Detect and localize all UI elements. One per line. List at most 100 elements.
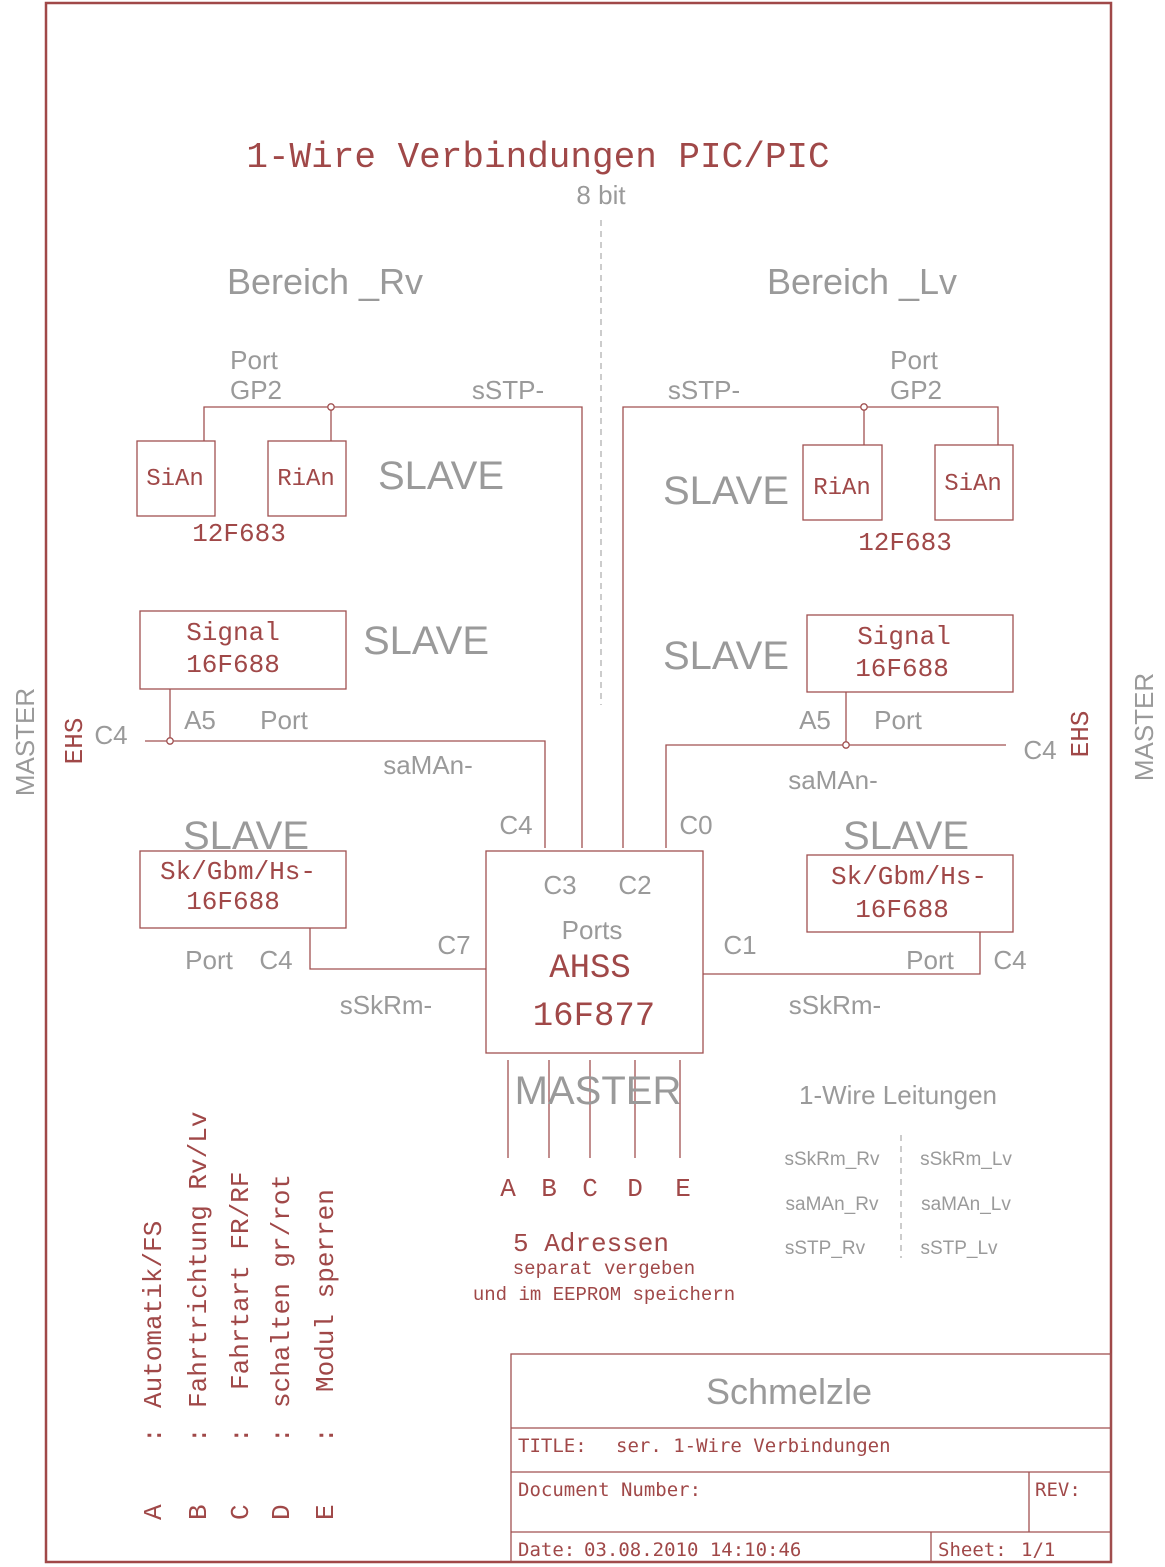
rv-skgbmhs-chip <box>139 850 347 929</box>
rv-skgbmhs-label: Sk/Gbm/Hs- <box>160 857 316 887</box>
wire-rv-1: saMAn_Rv <box>786 1194 879 1215</box>
legend-text-c: Fahrtart FR/RF <box>226 1172 256 1390</box>
wire-lv-2: sSTP_Lv <box>920 1238 998 1259</box>
rv-signal-port-label: Port <box>260 705 308 735</box>
rv-port-label: Port <box>230 345 278 375</box>
right-master-label: MASTER <box>1129 673 1159 781</box>
rv-sian-label: SiAn <box>146 466 204 493</box>
legend-text-e: Modul sperren <box>311 1189 341 1392</box>
wire-lines-title: 1-Wire Leitungen <box>799 1080 997 1110</box>
wire-lv-1: saMAn_Lv <box>921 1194 1011 1215</box>
lv-signal-chip-label: 16F688 <box>855 654 949 684</box>
rv-sskrm-label: sSkRm- <box>340 990 432 1020</box>
lv-rian-label: RiAn <box>813 475 871 502</box>
lv-skgbmhs-pin-c4: C4 <box>993 945 1026 975</box>
lv-sian-chip <box>934 444 1014 521</box>
lv-gp2-label: GP2 <box>890 375 942 405</box>
title-label: TITLE: <box>518 1435 587 1457</box>
lv-sskrm-wire <box>703 932 981 975</box>
lv-12f683-label: 12F683 <box>858 528 952 558</box>
rv-signal-chip-label: 16F688 <box>186 650 280 680</box>
legend-text-a: Automatik/FS <box>139 1221 169 1408</box>
legend-sep-b: : <box>184 1427 214 1443</box>
rv-signal-label: Signal <box>186 618 280 648</box>
lv-skgbmhs-label: Sk/Gbm/Hs- <box>831 862 987 892</box>
master-pin-c0: C0 <box>679 810 712 840</box>
lv-ehs-pin-c4: C4 <box>1023 735 1056 765</box>
rv-sstp-label: sSTP- <box>472 375 544 405</box>
legend-sep-d: : <box>267 1427 297 1443</box>
rv-gp2-label: GP2 <box>230 375 282 405</box>
wire-lv-0: sSkRm_Lv <box>920 1149 1012 1170</box>
rv-saman-junction <box>166 737 174 745</box>
legend-key-d: D <box>267 1504 297 1520</box>
rv-slave-label-1: SLAVE <box>378 454 504 498</box>
addresses-line-1: separat vergeben <box>513 1258 695 1280</box>
rv-skgbmhs-port-label: Port <box>185 945 233 975</box>
lv-saman-wire <box>665 744 1006 848</box>
document-number-label: Document Number: <box>518 1479 701 1501</box>
lv-slave-label-2: SLAVE <box>663 634 789 678</box>
lv-skgbmhs-port-label: Port <box>906 945 954 975</box>
left-ehs-label: EHS <box>60 718 90 765</box>
lv-sskrm-label: sSkRm- <box>789 990 881 1020</box>
addresses-line-2: und im EEPROM speichern <box>473 1284 735 1306</box>
lv-skgbmhs-chip <box>806 854 1014 933</box>
rv-saman-label: saMAn- <box>383 750 473 780</box>
master-name: AHSS <box>549 950 631 988</box>
lv-sstp-wire <box>622 406 999 848</box>
lv-skgbmhs-chip-label: 16F688 <box>855 895 949 925</box>
legend-text-d: schalten gr/rot <box>267 1174 297 1408</box>
rv-sskrm-wire <box>309 928 486 970</box>
lv-slave-label-1: SLAVE <box>663 469 789 513</box>
area-rv-heading: Bereich _Rv <box>227 261 423 302</box>
rv-sstp-junction <box>327 403 335 411</box>
rv-sian-chip <box>136 440 216 517</box>
lv-slave-label-3: SLAVE <box>843 814 969 858</box>
wire-rv-0: sSkRm_Rv <box>784 1149 880 1170</box>
lv-port-label: Port <box>890 345 938 375</box>
area-lv-heading: Bereich _Lv <box>767 261 957 302</box>
master-pin-c4: C4 <box>499 810 532 840</box>
lv-sstp-label: sSTP- <box>668 375 740 405</box>
rv-signal-chip <box>139 610 347 690</box>
master-pin-c3: C3 <box>543 870 576 900</box>
address-letter-d: D <box>627 1174 643 1204</box>
lv-signal-pin-a5: A5 <box>799 705 831 735</box>
bus-width-label: 8 bit <box>576 180 626 210</box>
legend-key-b: B <box>184 1504 214 1520</box>
lv-signal-label: Signal <box>857 622 951 652</box>
sheet-label: Sheet: <box>938 1539 1007 1561</box>
rv-skgbmhs-chip-label: 16F688 <box>186 887 280 917</box>
legend-sep-a: : <box>139 1427 169 1443</box>
legend-sep-e: : <box>311 1427 341 1443</box>
master-chip-label: 16F877 <box>533 998 655 1036</box>
rv-sstp-wire <box>203 406 583 848</box>
sheet-value: 1/1 <box>1021 1539 1055 1561</box>
master-chip <box>485 850 704 1054</box>
date-value: 03.08.2010 14:10:46 <box>584 1539 801 1561</box>
lv-sian-label: SiAn <box>944 471 1002 498</box>
date-label: Date: <box>518 1539 575 1561</box>
lv-sstp-junction <box>860 403 868 411</box>
wire-rv-2: sSTP_Rv <box>785 1238 866 1259</box>
address-letter-e: E <box>675 1174 691 1204</box>
rv-rian-chip <box>267 440 347 517</box>
company-name: Schmelzle <box>706 1371 872 1412</box>
address-letter-b: B <box>541 1174 557 1204</box>
lv-signal-port-label: Port <box>874 705 922 735</box>
legend-sep-c: : <box>226 1427 256 1443</box>
master-ports-label: Ports <box>562 915 623 945</box>
legend-key-c: C <box>226 1504 256 1520</box>
legend-key-e: E <box>311 1504 341 1520</box>
address-letter-c: C <box>582 1174 598 1204</box>
master-label: MASTER <box>515 1069 682 1113</box>
lv-signal-chip <box>806 614 1014 693</box>
rev-label: REV: <box>1035 1479 1081 1501</box>
lv-rian-chip <box>802 444 883 521</box>
master-pin-c2: C2 <box>618 870 651 900</box>
lv-saman-label: saMAn- <box>788 765 878 795</box>
right-ehs-label: EHS <box>1066 711 1096 758</box>
master-pin-c7: C7 <box>437 930 470 960</box>
